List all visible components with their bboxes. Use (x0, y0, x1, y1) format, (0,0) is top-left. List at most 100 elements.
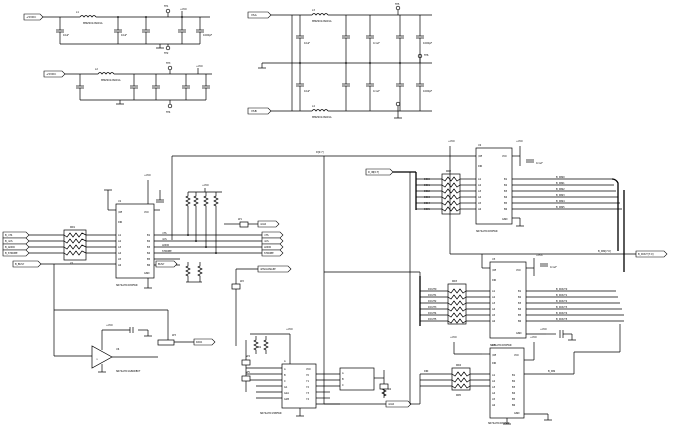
test-point-tp3-label: TP3 (166, 62, 171, 65)
u1-b2: B2 (147, 240, 151, 243)
u3-dir: DIR (492, 279, 497, 282)
power-filter-mid-left: +5VDC L2 MMZ2012S601A TP3 +VCC TP4 (43, 62, 212, 114)
comparator-part: SN74AHC1G86DBVT (116, 370, 141, 373)
left-signal-3: B_STROBE (5, 252, 18, 255)
right-tag-2: ADDR (264, 246, 271, 249)
u3-in-net-5: DOUT5 (428, 318, 437, 321)
inductor-l4-part: MMZ2012S601A (312, 116, 332, 119)
rn4-ref: RN4 (456, 364, 461, 367)
u4-dir: DIR (492, 362, 497, 365)
u5-resistor-left: R1 (258, 346, 262, 349)
u3-out-net-5: B_DOUT5 (556, 318, 568, 321)
u3-in-net-0: DOUT0 (428, 288, 437, 291)
u1-out-label-3: STROBE (162, 250, 172, 253)
u2-oe: /OE (478, 155, 483, 158)
u3-power-label: +VCC (536, 254, 543, 257)
comparator-u6: > U6 SN74AHC1G86DBVT +VCC W3 DATA (53, 264, 216, 373)
net-label-5vdc-mid: +5VDC (46, 72, 56, 76)
u5-jumper-block-a: A (342, 372, 344, 375)
u3-a6: A6 (492, 320, 496, 323)
u4-b5: B5 (512, 398, 516, 401)
u1-a4: A4 (118, 252, 122, 255)
inductor-l4-ref: L4 (312, 105, 315, 108)
cap-value-top-left-2: 10uF (121, 34, 128, 37)
rn1-ref: RN1 (70, 226, 75, 229)
u1-out-label-1: nCS (162, 238, 167, 241)
right-bus-exit: B_DOUT[7:0] B_DIN[7:0] (449, 156, 668, 272)
inductor-l2-part: MMZ2012S601A (101, 79, 121, 82)
u2-in-net-5: DIN5 (424, 208, 430, 211)
net-label-vsa: VSA (251, 13, 257, 17)
u3-a5: A5 (492, 314, 496, 317)
u3-in-net-4: DOUT4 (428, 312, 437, 315)
u4-a3: A3 (492, 386, 496, 389)
u4-b4: B4 (512, 392, 516, 395)
u1-b6: B6 (147, 264, 151, 267)
u4-vcc: VCC (514, 354, 519, 357)
test-point-tp5-label: TP5 (395, 3, 400, 6)
u4-oe: /OE (492, 354, 497, 357)
u1-out-label-0: nTS (162, 232, 167, 235)
u2-in-net-4: DIN4 (424, 202, 430, 205)
u2-b6: B6 (504, 208, 508, 211)
comparator-body (91, 345, 113, 369)
u5-pin-a: A (284, 368, 286, 371)
left-signal-1: B_nCS (5, 240, 13, 243)
u2-out-net-0: B_DIN0 (556, 176, 565, 179)
u2-b3: B3 (504, 190, 508, 193)
u3-bottom-power: +VCC (540, 328, 547, 331)
jumper-w2-label: W2 (240, 280, 244, 283)
u1-power-label: +VCC (144, 174, 151, 177)
u4-in-net-0: DIN (424, 370, 429, 373)
u5-pin-vcc: VCC (306, 368, 311, 371)
u3-out-net-3: B_DOUT3 (556, 306, 568, 309)
u3-decoupling-value: 0.1uF (550, 266, 557, 269)
u3-b4: B4 (518, 308, 522, 311)
u2-power-label: +VCC (448, 140, 455, 143)
nclr-network: W1 nCLR nPSCLONAPP W2 (224, 218, 292, 346)
u3-in-net-2: DOUT2 (428, 300, 437, 303)
u2-gnd: GND (502, 218, 508, 221)
bus-label-top: D[0:7] (316, 151, 324, 154)
u3-a2: A2 (492, 296, 496, 299)
u5-pin-y3: Y3 (306, 392, 309, 395)
bus-in-right-label: B_DIN[7:0] (598, 250, 611, 253)
u1-b1: B1 (147, 234, 151, 237)
u2-power-label-right: +VCC (516, 140, 523, 143)
u4-ref: U4 (492, 344, 496, 347)
ic-u1: U1 /OE VCC DIR GND A1 A2 A3 A4 A5 A6 B1 … (104, 174, 164, 289)
u3-ref: U3 (492, 258, 496, 261)
u4-a6: A6 (492, 404, 496, 407)
rn2-ref: RN2 (446, 170, 451, 173)
u2-a6: A6 (478, 208, 482, 211)
u2-out-net-2: B_DIN2 (556, 188, 565, 191)
left-busy-tag (12, 260, 42, 268)
caps-vsa: 10uF 0.1uF 1000pF (296, 15, 433, 63)
resistor-network-rn1: RN1 22 (63, 226, 116, 265)
right-tag-1: nCS (264, 240, 269, 243)
u2-a1: A1 (478, 178, 482, 181)
u3-a4: A4 (492, 308, 496, 311)
u3-b3: B3 (518, 302, 522, 305)
inductor-l1-ref: L1 (76, 11, 79, 14)
u5-pin-c: C (284, 380, 286, 383)
u2-in-net-0: DIN0 (424, 178, 430, 181)
power-filter-top-left: +5VDC L1 MMZ2012S601A 10uF 10uF 1000pF T… (23, 5, 213, 55)
jumper-w4-label: W4 (246, 355, 250, 358)
u3-out-net-0: B_DOUT0 (556, 288, 568, 291)
net-label-5vdc-top: +5VDC (26, 15, 36, 19)
cap-vsa-value-3: 1000pF (423, 42, 433, 45)
right-busy-tag (155, 260, 178, 268)
bus-in-left-tag (365, 168, 394, 176)
u1-part: SN74AHC245PWR (116, 284, 138, 287)
jumper-w1-label: W1 (238, 218, 242, 221)
u1-b4: B4 (147, 252, 151, 255)
u1-ref: U1 (118, 200, 122, 203)
left-busy-label: B_BUSY (15, 263, 25, 266)
u1-a3: A3 (118, 246, 122, 249)
inductor-l2-ref: L2 (95, 68, 98, 71)
caps-vsb: 10uF 0.1uF 1000pF (296, 63, 433, 111)
u1-oe: /OE (118, 211, 123, 214)
u2-a4: A4 (478, 196, 482, 199)
